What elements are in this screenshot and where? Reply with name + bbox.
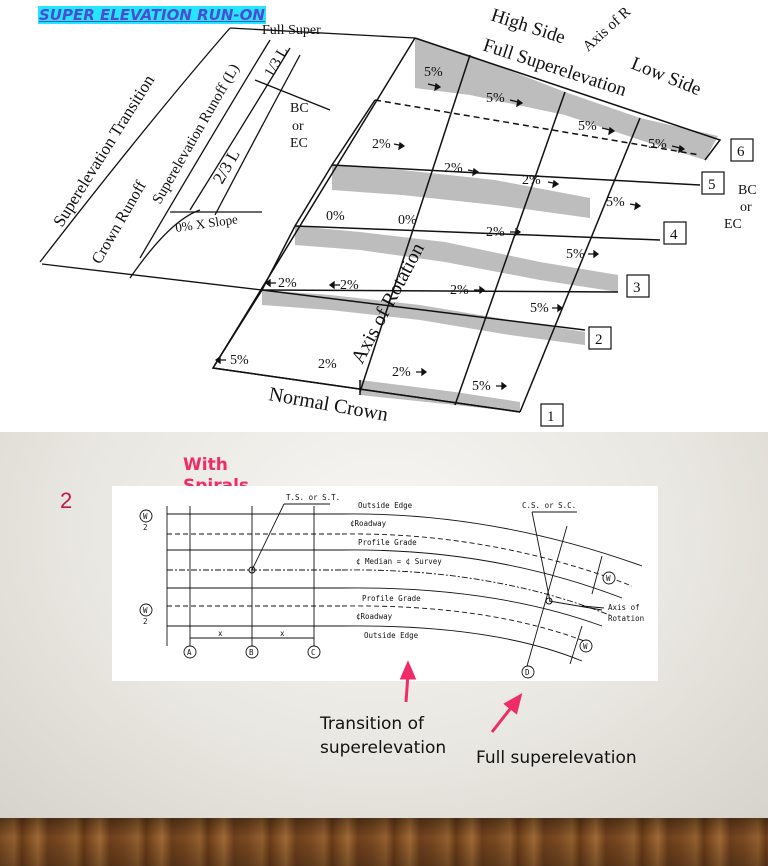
roadway-top-label: ¢Roadway: [350, 519, 387, 528]
point-d-label: D: [525, 668, 530, 677]
full-super-label: Full Super: [262, 23, 321, 38]
row3-left-pct: 0%: [326, 209, 345, 224]
row4-mid-pct: 2%: [444, 161, 463, 176]
row3-right2-pct: 5%: [566, 247, 585, 262]
section-number-4: 4: [670, 227, 678, 243]
rotation-label: Rotation: [608, 614, 644, 623]
point-a-label: A: [187, 648, 192, 657]
transition-caption: Transition of superelevation: [320, 714, 447, 758]
row2-right1-pct: 2%: [450, 283, 469, 298]
superelevation-transition-label: Superelevation Transition: [49, 71, 158, 230]
section-number-2: 2: [595, 332, 603, 348]
or-label-left: or: [292, 119, 304, 134]
pointer-arrows: [399, 660, 523, 733]
crown-label: Crown Runoff: [89, 178, 150, 267]
profile-grade-top-label: Profile Grade: [358, 538, 417, 547]
section-number-6: 6: [737, 144, 745, 160]
full-superelevation-caption: Full superelevation: [476, 748, 637, 768]
zero-slope-label: 0% X Slope: [174, 211, 239, 235]
profile-grade-bottom-label: Profile Grade: [362, 594, 421, 603]
point-b-label: B: [249, 648, 254, 657]
axis-of-rotation-top-label: Axis of R: [580, 4, 634, 55]
section-number-1: 1: [547, 409, 555, 425]
wood-floor: [0, 818, 768, 866]
station-circles: [139, 509, 616, 679]
road-outline: [211, 37, 722, 413]
x-dim-left: x: [218, 629, 223, 638]
plan-lines: [166, 503, 643, 667]
outside-edge-bottom-label: Outside Edge: [364, 631, 419, 640]
row5-left-pct: 5%: [424, 65, 443, 80]
cs-sc-label: C.S. or S.C.: [522, 501, 576, 510]
row5-right2-pct: 5%: [648, 137, 667, 152]
full-arrow-head: [503, 692, 523, 715]
w-half-bottom-label: W: [143, 606, 148, 615]
x-dim-right: x: [280, 629, 285, 638]
superelevation-diagram-panel: Superelevation Transition Superelevation…: [0, 0, 768, 432]
dimension-arcs: [39, 27, 416, 291]
or-label-right: or: [740, 200, 752, 215]
superelevation-runoff-label: Superelevation Runoff (L): [150, 61, 243, 207]
plan-view-diagram: A B C D W W W 2 W 2 x x T.S. or S.T. C.S…: [112, 486, 658, 681]
row5-mid-pct: 5%: [486, 91, 505, 106]
axis-of-label: Axis of: [608, 603, 640, 612]
row1-left-pct: 5%: [230, 353, 249, 368]
row3-right1-pct: 2%: [486, 225, 505, 240]
row1-right2-pct: 5%: [472, 379, 491, 394]
transition-arrow-head: [399, 660, 417, 680]
bc-label-right: BC: [738, 183, 757, 198]
median-label: ¢ Median = ¢ Survey: [356, 557, 442, 566]
row4-right2-pct: 5%: [606, 195, 625, 210]
bc-label-left: BC: [290, 101, 309, 116]
row3-mid-pct: 0%: [398, 213, 417, 228]
wood-floor-shade: [0, 818, 768, 866]
row2-right2-pct: 5%: [530, 301, 549, 316]
row4-left-pct: 2%: [372, 137, 391, 152]
w-label-lower: W: [583, 642, 588, 651]
slide-number: 2: [60, 488, 73, 513]
section-boxes: [540, 138, 754, 427]
outside-edge-top-label: Outside Edge: [358, 501, 413, 510]
row1-right1-pct: 2%: [392, 365, 411, 380]
row5-right1-pct: 5%: [578, 119, 597, 134]
ts-st-label: T.S. or S.T.: [286, 493, 340, 502]
w-half-top-den: 2: [143, 523, 148, 532]
w-half-top-label: W: [143, 512, 148, 521]
roadway-bottom-label: ¢Roadway: [356, 612, 393, 621]
row1-mid-pct: 2%: [318, 357, 337, 372]
slope-arrows: [214, 82, 686, 391]
row2-mid-pct: 2%: [340, 278, 359, 293]
row2-left-pct: 2%: [278, 276, 297, 291]
w-half-bottom-den: 2: [143, 617, 148, 626]
ec-label-right: EC: [724, 217, 742, 232]
section-number-3: 3: [633, 280, 641, 296]
ts-point: [248, 566, 256, 574]
plan-view-svg: A B C D W W W 2 W 2 x x T.S. or S.T. C.S…: [139, 493, 644, 679]
slide-title: SUPER ELEVATION RUN-ON: [38, 6, 266, 24]
cs-point: [545, 597, 553, 605]
third-l-label: 1/3 L: [262, 44, 292, 80]
row4-right1-pct: 2%: [522, 173, 541, 188]
section-number-5: 5: [708, 177, 716, 193]
ec-label-left: EC: [290, 136, 308, 151]
two-thirds-l-label: 2/3 L: [209, 146, 244, 187]
point-c-label: C: [311, 648, 316, 657]
w-label-upper: W: [606, 574, 611, 583]
low-side-label: Low Side: [628, 53, 704, 100]
superelevation-3d-diagram: Superelevation Transition Superelevation…: [39, 4, 757, 427]
